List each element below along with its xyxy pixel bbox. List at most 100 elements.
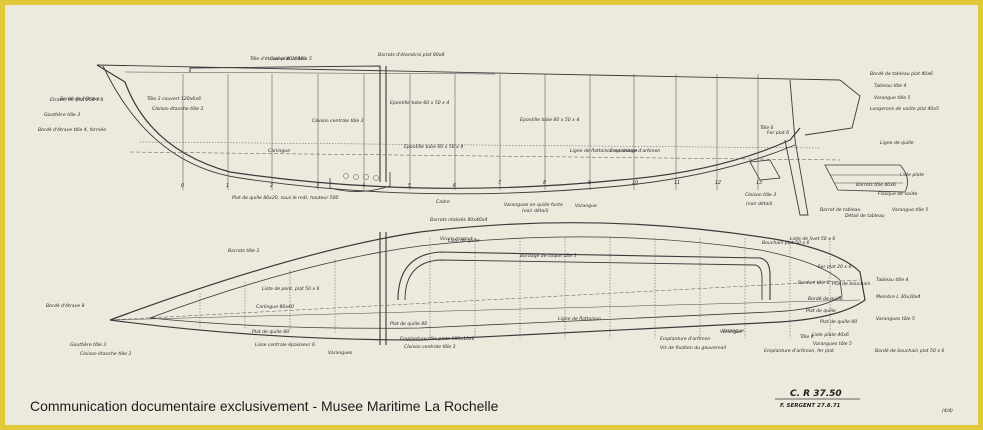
keel-line-plan bbox=[109, 299, 861, 321]
annotation-bottom: Emplanture tôle plate 100x10x6 bbox=[400, 335, 475, 342]
frame-number: 9 bbox=[588, 180, 591, 186]
annotation-top: Bordé d'étrave tôle 4, formée bbox=[38, 126, 106, 133]
title-block-line1: C. R 37.50 bbox=[790, 389, 842, 399]
frame-number: 12 bbox=[715, 180, 721, 186]
annotation-bottom: Varangue bbox=[720, 329, 742, 335]
sheet-reference: (4/4) bbox=[942, 408, 953, 414]
annotation-bottom: Cloison centrale tôle 3 bbox=[404, 343, 456, 350]
annotation-top: Barrot de tableau bbox=[820, 207, 860, 213]
annotation-top: Cadre bbox=[436, 199, 450, 205]
bulkhead-detail bbox=[749, 159, 781, 181]
keel-detail bbox=[329, 172, 391, 192]
annotation-bottom: Barrots réalisés 80x40x4 bbox=[430, 216, 487, 223]
annotation-bottom: Bouchain plat 50 x 6 bbox=[762, 240, 810, 246]
annotation-top: Varangues en quille fonte bbox=[504, 202, 563, 208]
hull-inner-line bbox=[102, 65, 796, 195]
annotation-bottom: Bordage de coque tôle 5 bbox=[520, 252, 577, 259]
deck-line bbox=[124, 71, 496, 75]
annotation-bottom: Lisse centrale épaisseur 6 bbox=[255, 341, 315, 348]
waterline bbox=[129, 151, 841, 161]
annotation-bottom: Plat de quille bbox=[806, 308, 836, 314]
annotation-top: Tôle 6 bbox=[760, 124, 774, 131]
reference-line bbox=[139, 141, 821, 149]
annotation-bottom: Varangues tôle 5 bbox=[813, 340, 852, 347]
annotation-bottom: Renfort tôle 6 bbox=[798, 279, 830, 286]
annotation-top: Tableau tôle 4 bbox=[874, 82, 907, 89]
rudder-post bbox=[784, 79, 809, 216]
frame-number: 5 bbox=[408, 183, 411, 189]
annotation-top: (voir détail) bbox=[746, 200, 773, 207]
annotation-bottom: Carlingue 80x40 bbox=[256, 304, 294, 310]
bolt-hole bbox=[373, 175, 379, 181]
inner-outline bbox=[149, 236, 843, 329]
frame-number: 1 bbox=[226, 183, 229, 189]
frame-number: 4 bbox=[362, 183, 365, 189]
annotation-top: Cloison centrale tôle 3 bbox=[312, 117, 364, 124]
annotation-bottom: Fer plat 20 x 6 bbox=[818, 264, 852, 270]
profile-view bbox=[96, 64, 908, 216]
frame-number: 10 bbox=[632, 180, 638, 186]
annotation-top: Cloison tôle 3 bbox=[745, 191, 776, 198]
annotation-bottom: Plat de quille 80 bbox=[252, 329, 289, 335]
annotation-top: Longerons de voûte plat 40x5 bbox=[870, 105, 939, 112]
annotation-top: Flasque de voûte bbox=[878, 190, 918, 197]
annotation-top: Varangue tôle 5 bbox=[892, 206, 929, 213]
cabin-trunk-inner bbox=[404, 259, 763, 301]
frame-number: 8 bbox=[543, 180, 546, 186]
annotation-top: Bordé de tableau plat 40x6 bbox=[870, 70, 933, 77]
annotation-top: Gouttière tôle 3 bbox=[44, 111, 80, 118]
annotation-top: Fer plat 6 bbox=[767, 130, 789, 136]
annotation-top: Détail de tableau bbox=[845, 212, 885, 219]
annotation-bottom: Ligne de flottaison bbox=[558, 316, 601, 322]
annotation-bottom: Emplanture d'artimon bbox=[660, 336, 710, 342]
annotation-bottom: Varangues tôle 5 bbox=[876, 315, 915, 322]
frame-number: 6 bbox=[453, 183, 456, 189]
frame-number: 7 bbox=[498, 180, 501, 186]
annotation-bottom: Liste de quille bbox=[448, 238, 480, 244]
annotation-bottom: Virure mazout bbox=[440, 236, 473, 242]
cabin-trunk bbox=[397, 251, 771, 301]
frame-number: 13 bbox=[756, 180, 762, 186]
annotation-top: Plat de quille 80x20, sous le mât, haute… bbox=[232, 194, 339, 201]
annotation-bottom: Bordé d'étrave 8 bbox=[46, 302, 85, 309]
annotation-bottom: Tableau tôle 4 bbox=[876, 276, 909, 283]
archive-caption: Communication documentaire exclusivement… bbox=[30, 398, 499, 414]
annotation-top: Varangue tôle 5 bbox=[874, 94, 911, 101]
annotation-top: Emplanture d'artimon bbox=[610, 148, 660, 154]
annotation-top: Varangue bbox=[575, 203, 597, 209]
transom-detail-lines bbox=[830, 174, 903, 184]
annotation-bottom: Bordé de quille bbox=[808, 295, 843, 302]
annotation-top: Ligne de flottaison en charge bbox=[570, 148, 637, 154]
bolt-hole bbox=[343, 173, 349, 179]
plan-view bbox=[109, 222, 866, 345]
annotation-bottom: Bordé de bouchain plat 50 x 6 bbox=[875, 347, 945, 354]
frame-number: 11 bbox=[674, 180, 680, 186]
annotation-bottom: Vis de fixation du gouvernail bbox=[660, 345, 727, 351]
annotation-top: Epontille tube 60 x 50 x 4 bbox=[520, 117, 579, 123]
annotation-top: Epontille tube 60 x 50 x 4 bbox=[390, 100, 449, 106]
annotation-bottom: Liste de pont, plat 50 x 6 bbox=[262, 286, 320, 292]
frame-number: 3 bbox=[316, 183, 319, 189]
bolt-hole bbox=[353, 174, 359, 180]
title-block-line2: F. SERGENT 27.8.71 bbox=[780, 403, 841, 409]
centre-line bbox=[109, 279, 861, 321]
annotation-bottom: Emplanture d'artimon, fer plat bbox=[764, 348, 834, 354]
frames-top bbox=[182, 74, 759, 190]
annotation-bottom: Varangue bbox=[722, 328, 744, 334]
annotation-top: Carlingue bbox=[268, 148, 290, 154]
annotation-bottom: Varangues bbox=[328, 350, 353, 356]
bolt-hole bbox=[363, 174, 369, 180]
annotation-top: Tôle 3 couvert 120x6x6 bbox=[147, 95, 201, 102]
mast-partner bbox=[379, 232, 387, 345]
annotation-bottom: Membre L 30x30x4 bbox=[876, 294, 921, 300]
frame-number: 2 bbox=[270, 183, 273, 189]
annotation-top: Liste plate bbox=[900, 172, 924, 178]
mast-step bbox=[379, 66, 387, 182]
annotation-top: Barrots tôle 40x6 bbox=[856, 181, 896, 188]
transom-detail bbox=[824, 164, 908, 193]
annotation-bottom: Barrots tôle 3 bbox=[228, 247, 259, 254]
annotation-bottom: Plat de bouchain bbox=[832, 281, 870, 287]
